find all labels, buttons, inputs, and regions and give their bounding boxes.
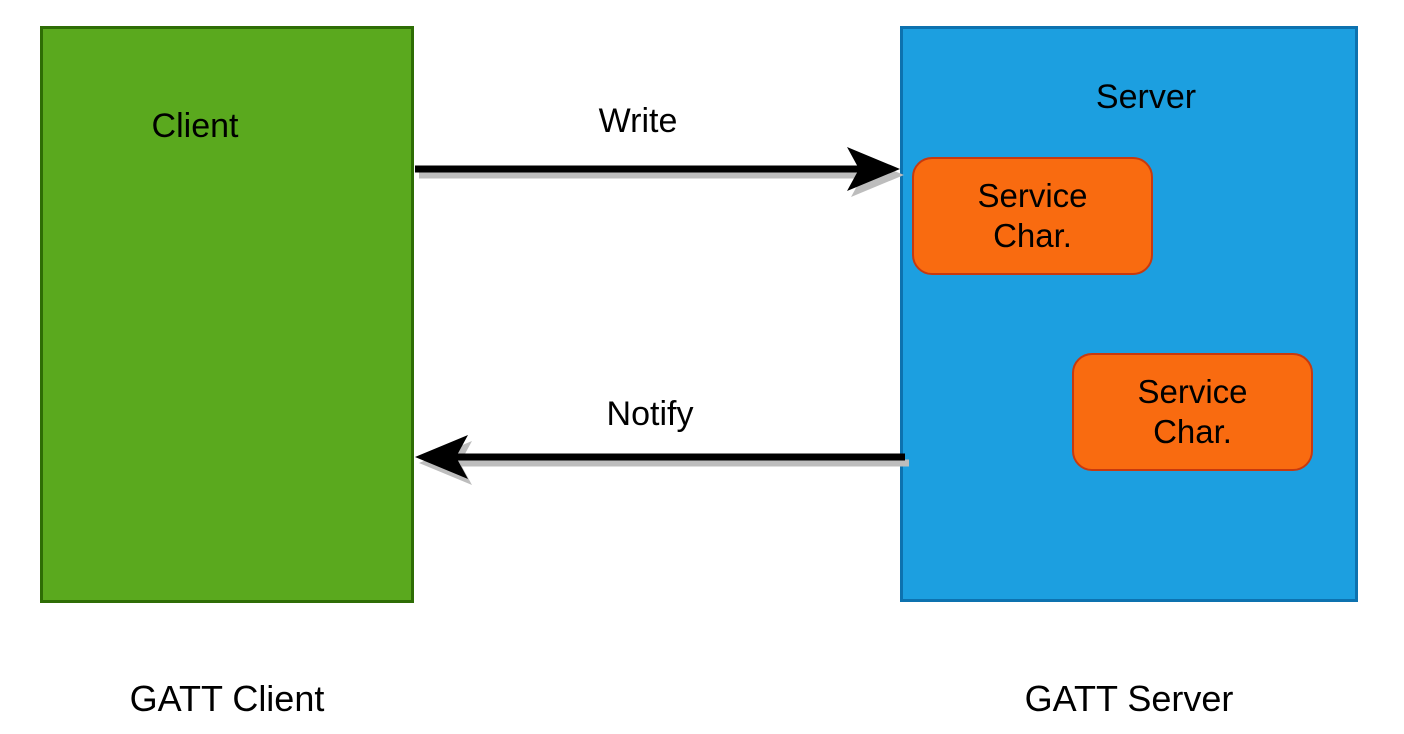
service-characteristic-2: Service Char.: [1072, 353, 1313, 471]
notify-arrow-shadow: [419, 441, 909, 485]
service-characteristic-2-line2: Char.: [1153, 413, 1232, 450]
service-characteristic-1: Service Char.: [912, 157, 1153, 275]
service-characteristic-1-line2: Char.: [993, 217, 1072, 254]
service-characteristic-1-line1: Service: [977, 177, 1088, 214]
service-characteristic-2-line1: Service: [1137, 373, 1248, 410]
client-caption: GATT Client: [129, 678, 325, 719]
write-arrow-label: Write: [598, 102, 678, 140]
notify-arrow-body: [415, 435, 905, 479]
write-arrow-body: [415, 147, 900, 191]
notify-arrow: [415, 435, 909, 485]
notify-arrow-head-icon: [415, 435, 468, 479]
write-arrow: [415, 147, 904, 197]
server-node: Server Service Char. Service Char.: [900, 26, 1358, 602]
client-node-label: Client: [151, 107, 239, 145]
client-node: Client: [40, 26, 414, 603]
server-caption: GATT Server: [1024, 678, 1234, 719]
notify-arrow-label: Notify: [606, 395, 694, 433]
server-node-label: Server: [1095, 78, 1197, 116]
write-arrow-shadow: [419, 153, 904, 197]
write-arrow-head-icon: [847, 147, 900, 191]
